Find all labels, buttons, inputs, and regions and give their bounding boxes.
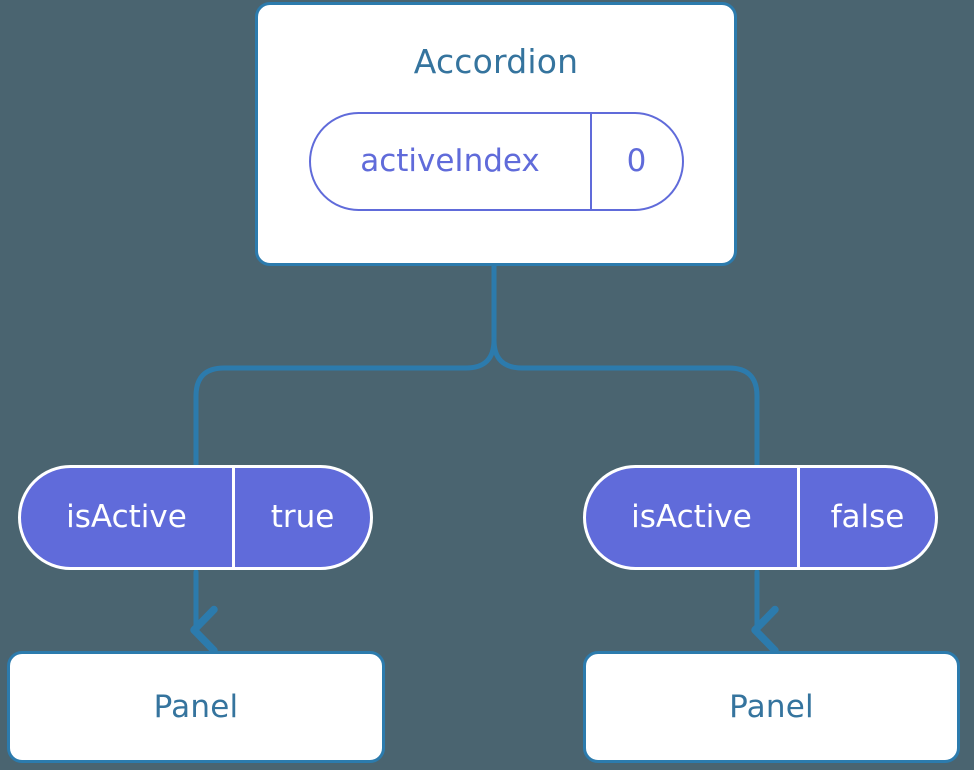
prop-pill-is-active-right[interactable]: isActive false [583, 465, 938, 570]
prop-pill-is-active-left-key: isActive [66, 499, 187, 535]
panel-node-title-right: Panel [729, 688, 814, 725]
prop-pill-active-index-key: activeIndex [360, 143, 540, 179]
panel-node-title-left: Panel [153, 688, 239, 725]
edge-accordion-to-branches [193, 263, 497, 468]
prop-pill-is-active-left[interactable]: isActive true [18, 465, 373, 570]
edge-accordion-to-branch-right [491, 337, 760, 468]
accordion-node-title: Accordion [413, 42, 579, 81]
prop-pill-is-active-right-key: isActive [631, 499, 752, 535]
prop-pill-active-index-value: 0 [589, 114, 682, 209]
accordion-node-card[interactable]: Accordion activeIndex 0 [255, 2, 737, 266]
panel-node-card-right[interactable]: Panel [583, 651, 960, 763]
prop-pill-active-index[interactable]: activeIndex 0 [308, 112, 684, 211]
prop-pill-is-active-right-value: false [797, 468, 935, 567]
panel-node-card-left[interactable]: Panel [7, 651, 385, 763]
prop-pill-is-active-left-value: true [232, 468, 370, 567]
